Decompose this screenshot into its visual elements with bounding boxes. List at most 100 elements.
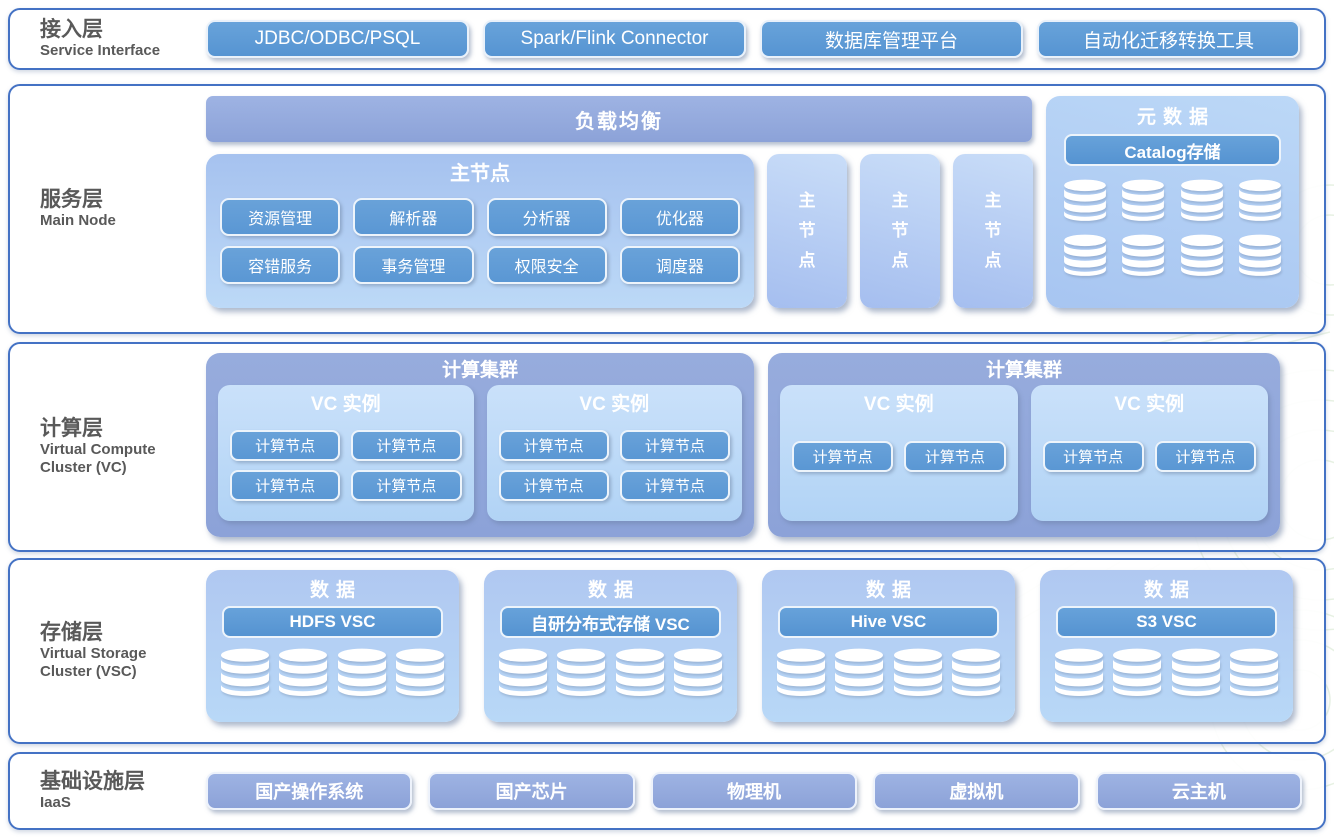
compute-node-button[interactable]: 计算节点 (351, 430, 462, 461)
layer-title-en: Service Interface (40, 42, 161, 60)
master-feature-button[interactable]: 调度器 (619, 246, 740, 284)
standby-master-node-2[interactable]: 主节点 (860, 154, 940, 308)
layer-compute: 计算层 Virtual Compute Cluster (VC) 计算集群 VC… (8, 342, 1326, 552)
layer-label-service: 接入层 Service Interface (10, 10, 206, 68)
compute-node-button[interactable]: 计算节点 (351, 470, 462, 501)
layer-title-en: Virtual Storage (40, 645, 147, 663)
layer-title-zh: 接入层 (40, 17, 103, 41)
compute-node-row: 计算节点计算节点 (792, 441, 1006, 472)
database-icon (221, 648, 269, 696)
metadata-block[interactable]: 元数据 Catalog存储 (1046, 96, 1299, 308)
layer-title-zh: 存储层 (40, 620, 103, 644)
service-interface-button[interactable]: 自动化迁移转换工具 (1037, 20, 1300, 58)
storage-cylinder-row (772, 648, 1005, 696)
storage-block-title: 数据 (865, 580, 918, 601)
vc-instance[interactable]: VC 实例计算节点计算节点 (780, 385, 1018, 521)
iaas-button[interactable]: 云主机 (1095, 772, 1303, 810)
master-node-block[interactable]: 主节点 资源管理解析器分析器优化器 容错服务事务管理权限安全调度器 (206, 154, 754, 308)
storage-block-s3[interactable]: 数据 S3 VSC (1040, 570, 1293, 722)
layer-title-en: Cluster (VC) (40, 459, 127, 477)
master-feature-button[interactable]: 优化器 (619, 198, 740, 236)
database-icon (499, 648, 547, 696)
vc-instance[interactable]: VC 实例计算节点计算节点 (1030, 385, 1268, 521)
vc-instance-title: VC 实例 (310, 394, 381, 415)
main-node-content: 负载均衡 主节点 资源管理解析器分析器优化器 容错服务事务管理权限安全调度器 主… (206, 86, 1324, 332)
master-feature-button[interactable]: 资源管理 (220, 198, 341, 236)
compute-node-button[interactable]: 计算节点 (619, 430, 730, 461)
catalog-storage-bar[interactable]: Catalog存储 (1064, 134, 1281, 166)
database-icon (1064, 179, 1106, 221)
layer-title-en: Cluster (VSC) (40, 663, 137, 681)
iaas-button[interactable]: 国产操作系统 (206, 772, 413, 810)
iaas-button[interactable]: 国产芯片 (428, 772, 635, 810)
layer-title-zh: 服务层 (40, 187, 103, 211)
metadata-cylinder-row-1 (1056, 179, 1289, 221)
compute-node-button[interactable]: 计算节点 (498, 430, 609, 461)
service-interface-button[interactable]: Spark/Flink Connector (483, 20, 746, 58)
storage-cylinder-row (216, 648, 449, 696)
master-feature-button[interactable]: 解析器 (353, 198, 474, 236)
database-icon (835, 648, 884, 696)
layer-label-iaas: 基础设施层 IaaS (10, 754, 206, 828)
iaas-button[interactable]: 物理机 (650, 772, 858, 810)
standby-master-node-label: 主节点 (798, 191, 816, 270)
layer-label-storage: 存储层 Virtual Storage Cluster (VSC) (10, 560, 206, 742)
compute-node-button[interactable]: 计算节点 (1042, 441, 1144, 472)
layer-label-compute: 计算层 Virtual Compute Cluster (VC) (10, 344, 206, 550)
standby-master-node-1[interactable]: 主节点 (767, 154, 847, 308)
compute-node-button[interactable]: 计算节点 (619, 470, 730, 501)
iaas-button[interactable]: 虚拟机 (873, 772, 1080, 810)
compute-node-row: 计算节点计算节点 (230, 430, 462, 461)
standby-master-node-3[interactable]: 主节点 (953, 154, 1033, 308)
compute-node-row: 计算节点计算节点 (230, 470, 462, 501)
database-icon (951, 648, 1000, 696)
vc-instance[interactable]: VC 实例计算节点计算节点计算节点计算节点 (218, 385, 474, 521)
compute-cluster-title: 计算集群 (985, 360, 1062, 381)
database-icon (777, 648, 825, 696)
vc-instance-title: VC 实例 (863, 394, 934, 415)
database-icon (1180, 179, 1223, 221)
compute-node-button[interactable]: 计算节点 (792, 441, 894, 472)
storage-vsc-bar[interactable]: 自研分布式存储 VSC (500, 606, 721, 638)
database-icon (337, 648, 386, 696)
database-icon (1055, 648, 1103, 696)
service-interface-button[interactable]: 数据库管理平台 (760, 20, 1023, 58)
storage-content: 数据 HDFS VSC 数据 自研分布式存储 VSC 数据 Hive VSC 数… (206, 560, 1324, 742)
service-button-row: JDBC/ODBC/PSQL Spark/Flink Connector 数据库管理… (206, 10, 1324, 68)
layer-title-zh: 基础设施层 (40, 769, 145, 793)
storage-block-custom[interactable]: 数据 自研分布式存储 VSC (484, 570, 737, 722)
storage-vsc-bar[interactable]: Hive VSC (778, 606, 999, 638)
database-icon (1171, 648, 1220, 696)
layer-storage: 存储层 Virtual Storage Cluster (VSC) 数据 HDF… (8, 558, 1326, 744)
master-feature-button[interactable]: 分析器 (486, 198, 607, 236)
service-interface-button[interactable]: JDBC/ODBC/PSQL (206, 20, 469, 58)
storage-block-hdfs[interactable]: 数据 HDFS VSC (206, 570, 459, 722)
storage-block-hive[interactable]: 数据 Hive VSC (762, 570, 1015, 722)
master-node-title: 主节点 (450, 163, 510, 185)
storage-vsc-bar[interactable]: HDFS VSC (222, 606, 443, 638)
vc-instance-title: VC 实例 (1114, 394, 1185, 415)
compute-node-button[interactable]: 计算节点 (230, 430, 341, 461)
compute-node-button[interactable]: 计算节点 (230, 470, 341, 501)
compute-node-button[interactable]: 计算节点 (904, 441, 1006, 472)
compute-node-button[interactable]: 计算节点 (498, 470, 609, 501)
storage-vsc-bar[interactable]: S3 VSC (1056, 606, 1277, 638)
compute-node-button[interactable]: 计算节点 (1154, 441, 1256, 472)
master-feature-button[interactable]: 容错服务 (220, 246, 341, 284)
database-icon (1113, 648, 1162, 696)
storage-block-title: 数据 (587, 580, 640, 601)
master-feature-button[interactable]: 权限安全 (486, 246, 607, 284)
load-balancer-bar[interactable]: 负载均衡 (206, 96, 1032, 142)
vc-instance-title: VC 实例 (579, 394, 650, 415)
database-icon (893, 648, 942, 696)
database-icon (1239, 179, 1281, 221)
vc-instance[interactable]: VC 实例计算节点计算节点计算节点计算节点 (486, 385, 742, 521)
master-feature-row-2: 容错服务事务管理权限安全调度器 (220, 246, 740, 284)
storage-cylinder-row (1050, 648, 1283, 696)
master-feature-button[interactable]: 事务管理 (353, 246, 474, 284)
